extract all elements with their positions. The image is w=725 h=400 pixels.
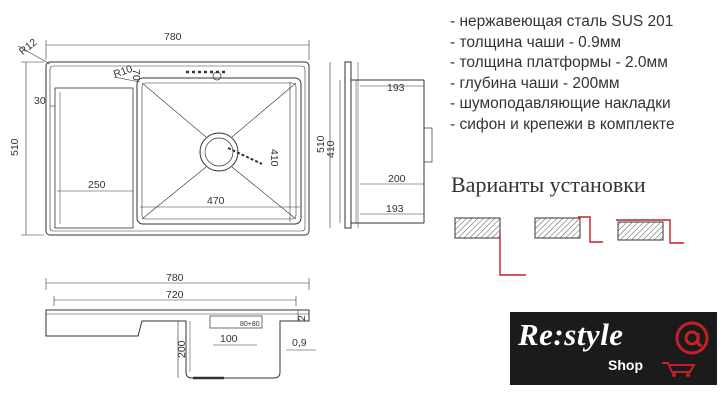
- dim-corner-radius: R12: [17, 36, 40, 57]
- side-deck: [344, 61, 352, 229]
- variant-overmount: [616, 219, 684, 244]
- side-view: [329, 61, 433, 229]
- dim-bowl-height: 410: [268, 149, 280, 167]
- cart-icon: [662, 362, 696, 377]
- front-profile: [45, 309, 310, 379]
- dim-side-middle: 200: [388, 173, 406, 185]
- variants-title: Варианты установки: [451, 172, 646, 197]
- dim-front-deck: 2: [296, 315, 308, 321]
- dim-top-height: 510: [9, 138, 21, 156]
- dim-side-height: 510: [315, 135, 327, 153]
- front-view: [45, 278, 316, 380]
- bowl-outline: [136, 77, 302, 225]
- brand-logo: Re:style Shop: [510, 312, 717, 385]
- dim-drainer-width: 250: [88, 179, 106, 191]
- dim-side-upper: 193: [387, 82, 405, 94]
- dim-bowl-width: 470: [207, 195, 225, 207]
- spec-item: - толщина платформы - 2.0мм: [450, 54, 668, 71]
- dim-offset-top: 70: [130, 69, 142, 81]
- drain-outer: [199, 132, 239, 172]
- spec-item: - шумоподавляющие накладки: [450, 95, 671, 112]
- top-view: [17, 40, 310, 236]
- dim-front-depth: 200: [176, 340, 188, 358]
- dim-offset-left: 30: [34, 95, 46, 107]
- spec-item: - толщина чаши - 0.9мм: [450, 33, 622, 51]
- dim-side-lower: 193: [386, 203, 404, 215]
- sink-outline: [45, 61, 310, 236]
- dim-front-drain: 100: [220, 333, 238, 345]
- spec-list: - нержавеющая сталь SUS 201 - толщина ча…: [450, 12, 675, 135]
- spec-item: - глубина чаши - 200мм: [450, 74, 620, 92]
- logo-brand-text: Re:style: [518, 317, 624, 352]
- spec-item: - сифон и крепежи в комплекте: [450, 115, 675, 133]
- dim-front-total: 780: [166, 272, 184, 284]
- dim-front-inner: 720: [166, 289, 184, 301]
- shopping-cart-at-icon: [675, 321, 709, 355]
- dim-front-thickness: 0,9: [292, 337, 307, 349]
- spec-item: - нержавеющая сталь SUS 201: [450, 13, 674, 30]
- dim-top-width: 780: [164, 31, 182, 43]
- dim-front-small: 80+80: [240, 321, 260, 328]
- variant-flush: [534, 216, 603, 243]
- drainer-area: [54, 87, 134, 229]
- dim-side-bowl-height: 410: [325, 140, 337, 158]
- logo-shop-text: Shop: [608, 357, 643, 373]
- variant-undermount: [454, 217, 526, 276]
